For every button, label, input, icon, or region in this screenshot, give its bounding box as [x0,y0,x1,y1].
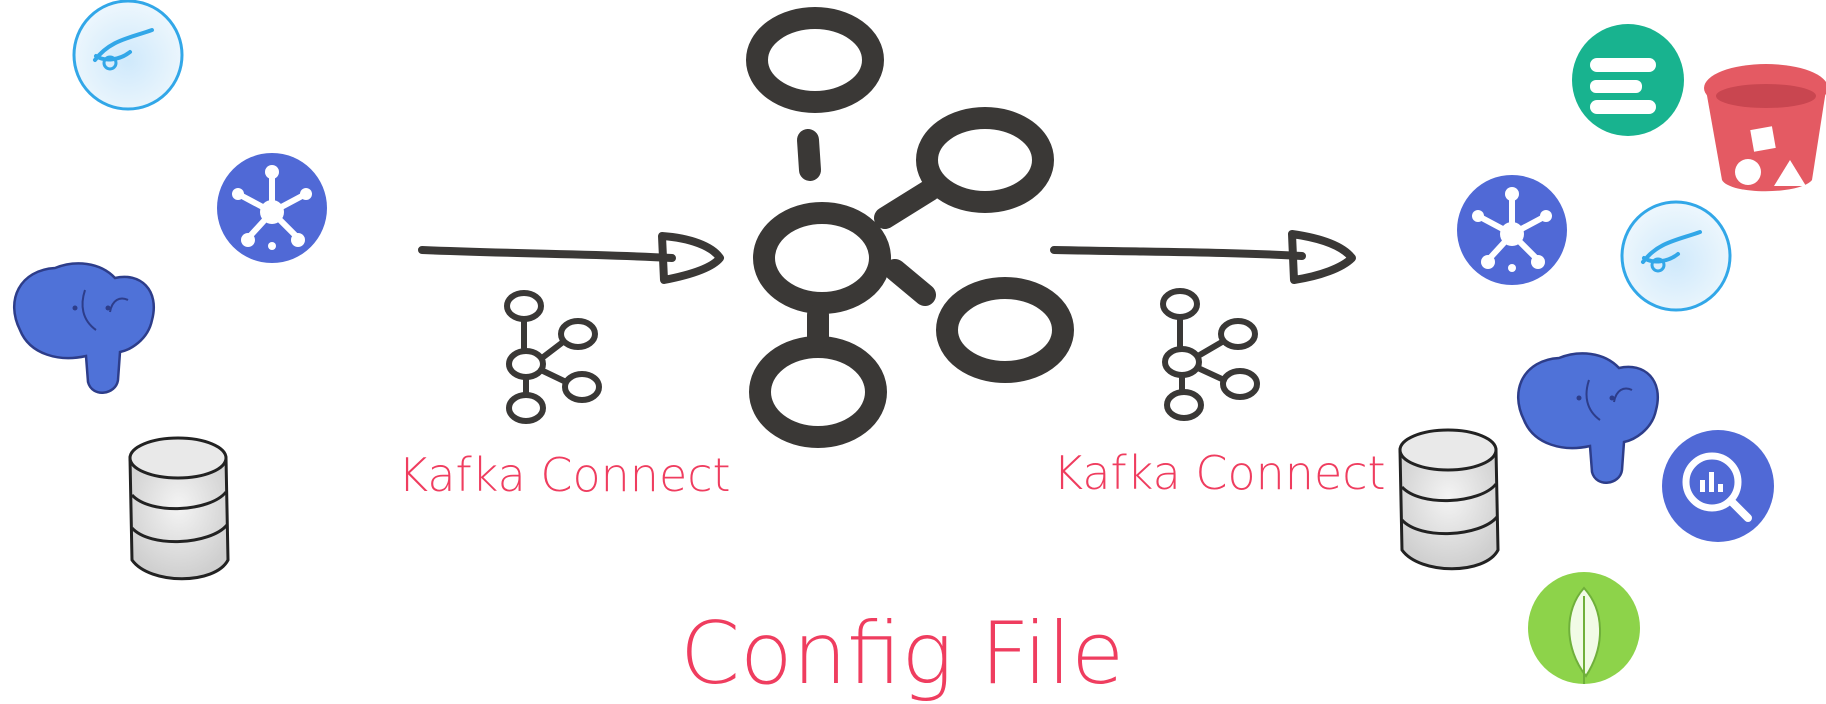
config-file-label: Config File [680,604,1125,704]
database-cylinder-icon [1398,428,1500,571]
bird-icon [1620,200,1732,312]
arrow-right [1050,230,1356,284]
elastic-icon [1572,24,1684,136]
postgres-elephant-icon [12,262,155,394]
arrow-left [418,232,724,284]
kafka-connect-label-left: Kafka Connect [398,448,731,502]
kafka-cluster-icon [746,7,1074,448]
kafka-icon [1457,175,1567,285]
kafka-connect-label-right: Kafka Connect [1053,446,1386,500]
postgres-elephant-icon [1516,352,1659,484]
small-cluster-icon-left [504,290,602,424]
kafka-icon [217,153,327,263]
bird-icon [72,0,184,111]
s3-bucket-icon [1704,64,1826,192]
mongodb-leaf-icon [1528,572,1640,684]
small-cluster-icon-right [1160,288,1260,421]
database-cylinder-icon [128,436,230,581]
bigquery-icon [1662,430,1774,542]
